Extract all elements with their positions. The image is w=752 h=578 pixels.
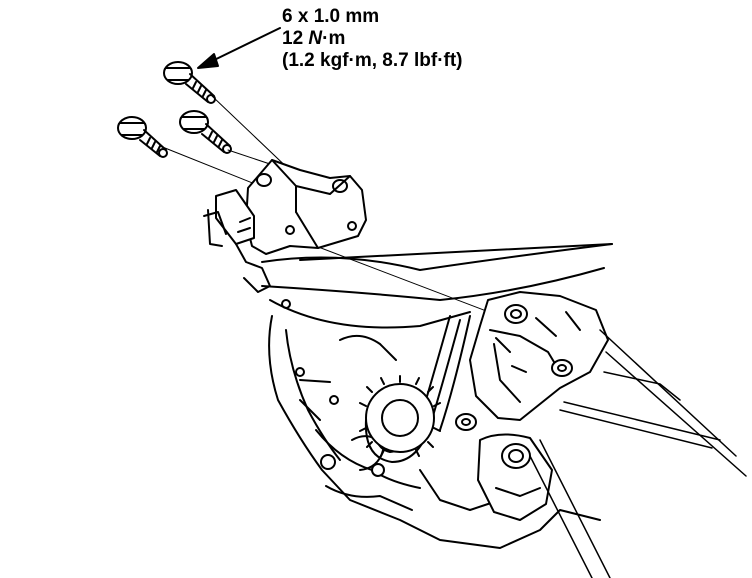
- lower-housing: [477, 433, 553, 521]
- torque-value-label: 12 N·m: [282, 28, 346, 49]
- torque-conversion-label: (1.2 kgf·m, 8.7 lbf·ft): [282, 50, 463, 71]
- torque-spec-callout: 6 x 1.0 mm 12 N·m (1.2 kgf·m, 8.7 lbf·ft…: [282, 6, 463, 72]
- bolt-middle: [179, 110, 232, 154]
- engine-mount-support: [455, 291, 609, 431]
- driveline-lines: [529, 329, 747, 578]
- bolt-top: [163, 61, 216, 104]
- block-fasteners: [281, 299, 339, 405]
- engine-mount-bracket: [245, 159, 367, 255]
- crankshaft-sprocket: [359, 375, 441, 457]
- callout-leader-arrow: [197, 27, 281, 69]
- bolt-left: [117, 116, 168, 158]
- timing-belt-cover: [261, 243, 613, 329]
- wiring-clip: [203, 189, 271, 293]
- engine-block: [268, 315, 601, 549]
- bolt-size-label: 6 x 1.0 mm: [282, 6, 380, 27]
